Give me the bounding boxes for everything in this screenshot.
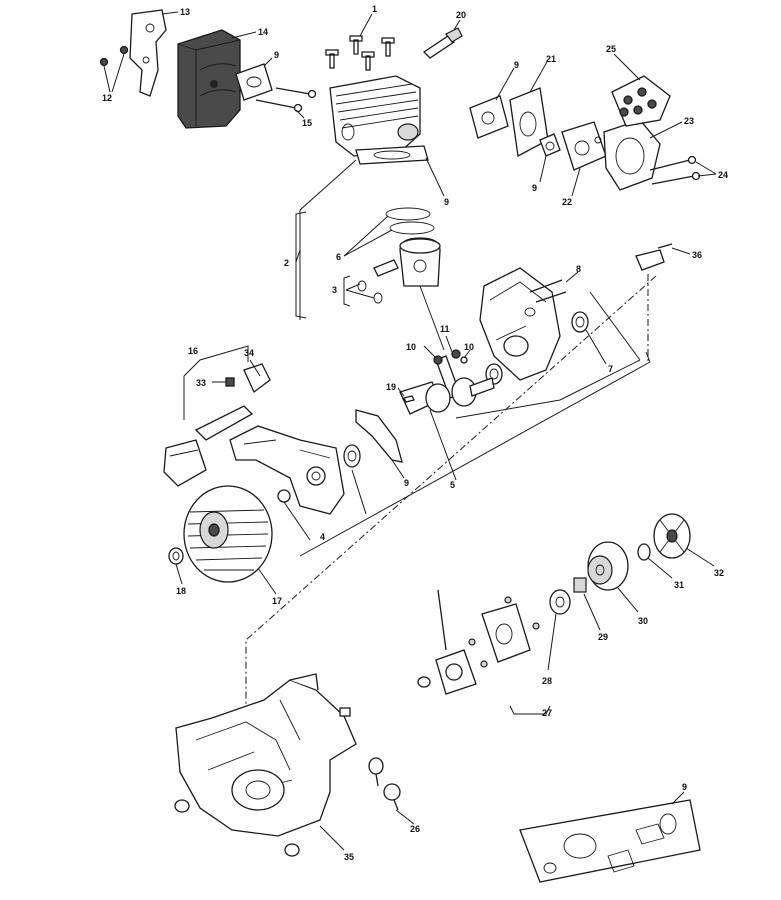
part-oil-pump-27 <box>417 589 551 715</box>
callout-16: 16 <box>188 346 198 356</box>
callout-12: 12 <box>102 93 112 103</box>
callout-9c: 9 <box>514 60 519 70</box>
callout-32: 32 <box>714 568 724 578</box>
part-piston-3 <box>343 237 441 307</box>
callout-9a: 9 <box>274 50 279 60</box>
callout-34: 34 <box>244 348 254 358</box>
part-bracket-36 <box>635 243 691 271</box>
callout-11: 11 <box>440 324 450 334</box>
callout-7: 7 <box>608 364 613 374</box>
part-spark-plug <box>422 19 463 59</box>
part-piston-rings-6 <box>343 207 435 257</box>
callout-24: 24 <box>718 170 728 180</box>
callout-15: 15 <box>302 118 312 128</box>
callout-17: 17 <box>272 596 282 606</box>
callout-6: 6 <box>336 252 341 262</box>
callout-9d: 9 <box>532 183 537 193</box>
part-bolts-24 <box>649 155 717 185</box>
callout-28: 28 <box>542 676 552 686</box>
part-oil-pump-gear-28 <box>547 589 571 671</box>
callout-29: 29 <box>598 632 608 642</box>
callout-10a: 10 <box>406 342 416 352</box>
part-cylinder <box>329 75 421 157</box>
part-clutch-32 <box>653 513 715 567</box>
part-washer-31 <box>637 543 673 579</box>
callout-8: 8 <box>576 264 581 274</box>
callout-9f: 9 <box>682 782 687 792</box>
callout-23: 23 <box>684 116 694 126</box>
part-air-filter-25 <box>611 53 671 127</box>
callout-31: 31 <box>674 580 684 590</box>
bracket-assembly-2 <box>295 159 357 320</box>
part-bumpers-26 <box>368 757 415 825</box>
part-gasket-muffler <box>235 57 273 101</box>
part-bearing-left <box>343 444 361 468</box>
callout-18: 18 <box>176 586 186 596</box>
callout-27: 27 <box>542 708 552 718</box>
part-frame-35 <box>174 673 357 857</box>
part-muffler-bracket <box>129 9 179 97</box>
part-gasket-9-right <box>469 67 515 139</box>
part-screws-12 <box>99 45 129 93</box>
part-air-filter-housing-23 <box>603 119 683 191</box>
part-carburetor-22 <box>561 121 607 197</box>
part-bolts-15 <box>255 87 317 119</box>
callout-9b: 9 <box>444 197 449 207</box>
callout-25: 25 <box>606 44 616 54</box>
callout-5: 5 <box>450 480 455 490</box>
callout-21: 21 <box>546 54 556 64</box>
part-sprocket-drum-30 <box>587 541 639 613</box>
callout-2: 2 <box>284 258 289 268</box>
callout-9e: 9 <box>404 478 409 488</box>
part-needle-bearing-29 <box>573 577 601 631</box>
part-nut-18 <box>168 547 184 585</box>
callout-36: 36 <box>692 250 702 260</box>
part-key-19 <box>397 387 415 403</box>
part-gasket-set <box>519 791 701 883</box>
part-ignition-coil <box>163 345 271 487</box>
part-crankshaft <box>399 377 495 481</box>
callout-30: 30 <box>638 616 648 626</box>
callout-26: 26 <box>410 824 420 834</box>
part-cylinder-screws <box>325 13 395 71</box>
part-wire-33 <box>212 377 235 387</box>
callout-33: 33 <box>196 378 206 388</box>
callout-13: 13 <box>180 7 190 17</box>
part-gasket-9-mid <box>539 133 561 183</box>
callout-3: 3 <box>332 285 337 295</box>
part-cylinder-gasket <box>355 145 445 197</box>
part-muffler <box>177 29 257 129</box>
callout-19: 19 <box>386 382 396 392</box>
part-gasket-9-case <box>355 409 405 479</box>
callout-20: 20 <box>456 10 466 20</box>
callout-4: 4 <box>320 532 325 542</box>
part-crankcase-right <box>479 267 579 381</box>
callout-14: 14 <box>258 27 268 37</box>
callout-10b: 10 <box>464 342 474 352</box>
callout-35: 35 <box>344 852 354 862</box>
part-crankcase-left <box>229 425 345 515</box>
callout-22: 22 <box>562 197 572 207</box>
part-flywheel <box>183 485 277 595</box>
part-seal-7 <box>571 311 607 365</box>
callout-1: 1 <box>372 4 377 14</box>
